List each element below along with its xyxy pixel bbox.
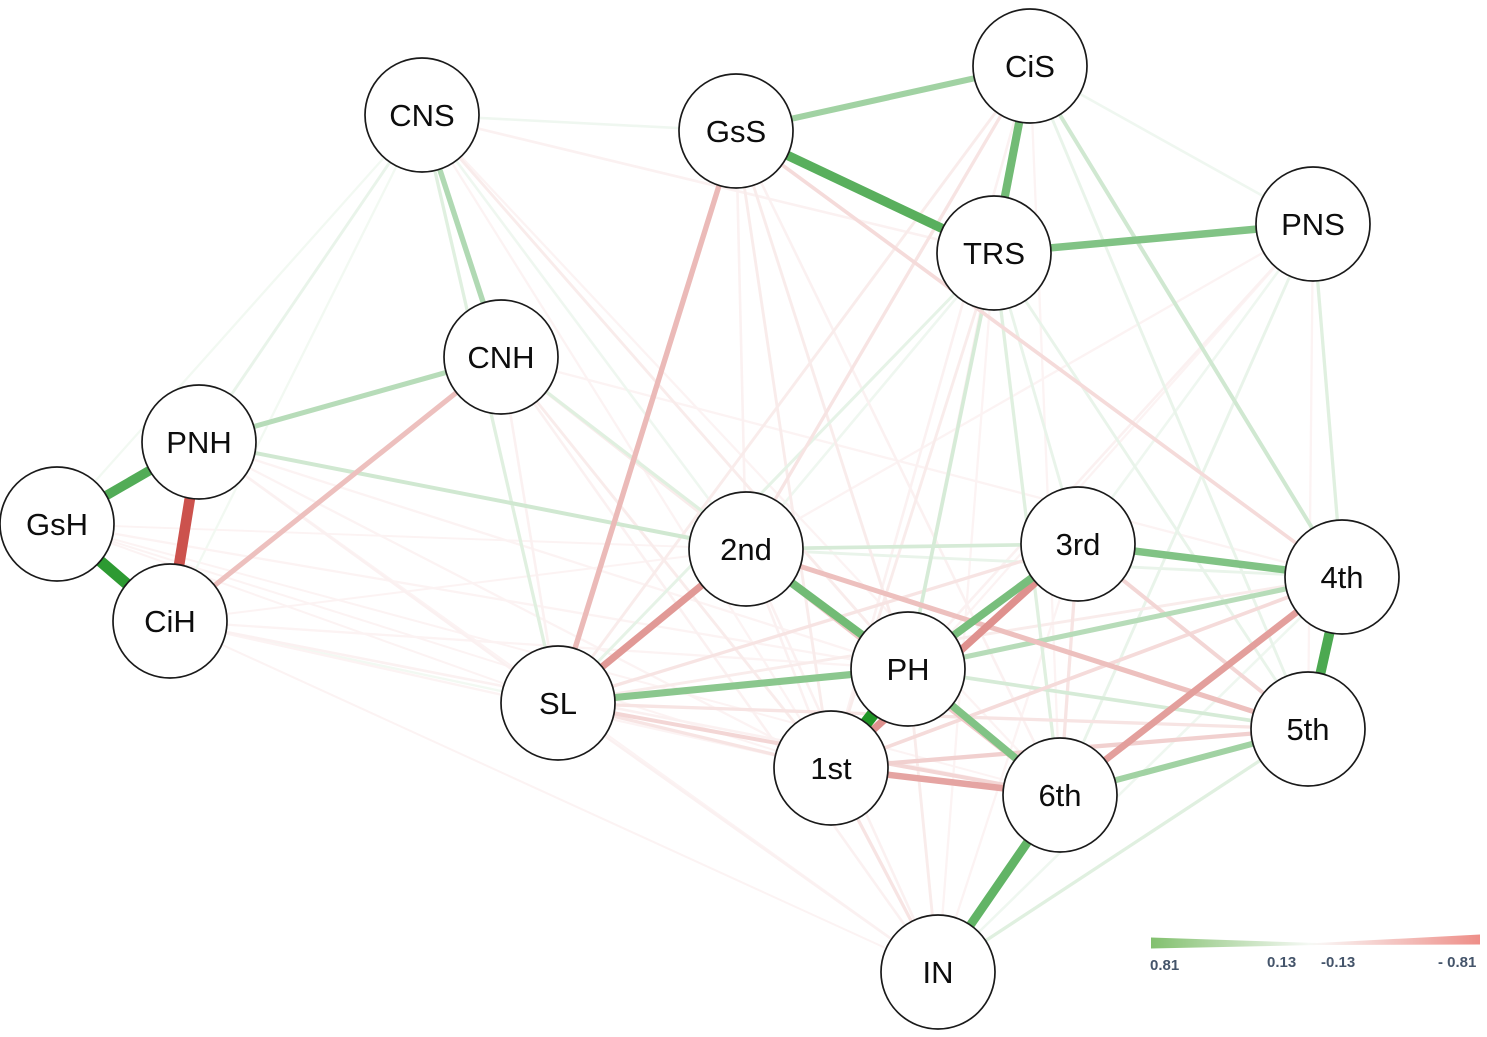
node-4th: 4th bbox=[1284, 519, 1400, 635]
node-PNS: PNS bbox=[1255, 166, 1371, 282]
node-GsH: GsH bbox=[0, 466, 115, 582]
edge-TRS-IN bbox=[936, 252, 996, 973]
node-circle-CNH bbox=[443, 299, 559, 415]
node-circle-TRS bbox=[936, 195, 1052, 311]
edge-CNS-GsH bbox=[56, 114, 423, 525]
node-circle-CNS bbox=[364, 57, 480, 173]
edge-CNH-4th bbox=[500, 355, 1343, 579]
edge-IN-3rd bbox=[936, 543, 1080, 973]
edge-CiS-4th bbox=[1028, 64, 1344, 579]
edge-PNH-1st bbox=[198, 440, 832, 770]
node-CiH: CiH bbox=[112, 563, 228, 679]
node-circle-CiH bbox=[112, 563, 228, 679]
edge-2nd-5th bbox=[745, 546, 1309, 732]
node-TRS: TRS bbox=[936, 195, 1052, 311]
edge-IN-SL bbox=[557, 701, 939, 974]
legend-label-max-negative: - 0.81 bbox=[1438, 954, 1477, 971]
edge-CiS-2nd bbox=[744, 65, 1032, 550]
node-circle-SL bbox=[500, 645, 616, 761]
node-circle-5th bbox=[1250, 671, 1366, 787]
legend-label-min-positive: 0.13 bbox=[1267, 954, 1297, 971]
node-circle-IN bbox=[880, 914, 996, 1030]
edge-CNH-SL bbox=[499, 356, 560, 704]
node-circle-PNH bbox=[141, 384, 257, 500]
node-1st: 1st bbox=[773, 710, 889, 826]
node-PH: PH bbox=[850, 611, 966, 727]
edge-GsS-PH bbox=[734, 130, 910, 670]
edge-GsH-PH bbox=[56, 522, 909, 671]
edge-PNS-3rd bbox=[1076, 223, 1315, 545]
edge-PNS-PH bbox=[907, 223, 1314, 670]
node-circle-3rd bbox=[1020, 486, 1136, 602]
edge-TRS-SL bbox=[556, 251, 996, 705]
node-circle-PH bbox=[850, 611, 966, 727]
node-circle-GsH bbox=[0, 466, 115, 582]
edge-GsH-SL bbox=[56, 523, 559, 704]
edge-GsH-1st bbox=[56, 523, 832, 769]
node-CNS: CNS bbox=[364, 57, 480, 173]
legend-label-min-negative: -0.13 bbox=[1321, 954, 1356, 971]
edge-CiH-2nd bbox=[169, 548, 747, 622]
node-PNH: PNH bbox=[141, 384, 257, 500]
edge-1st-4th bbox=[830, 575, 1343, 770]
edge-PH-5th bbox=[907, 667, 1309, 731]
edge-CiH-1st bbox=[169, 619, 832, 770]
edge-4th-6th bbox=[1057, 574, 1345, 798]
edge-GsS-2nd bbox=[734, 130, 748, 550]
edge-PNS-4th bbox=[1311, 223, 1344, 578]
edge-CiH-IN bbox=[169, 620, 939, 973]
legend-gradient-bar bbox=[1151, 934, 1480, 949]
edge-CNH-CiH bbox=[168, 355, 503, 623]
edge-TRS-2nd bbox=[745, 252, 995, 550]
node-CiS: CiS bbox=[972, 8, 1088, 124]
edge-CiS-SL bbox=[556, 65, 1032, 704]
edge-IN-5th bbox=[937, 727, 1309, 974]
node-GsS: GsS bbox=[678, 73, 794, 189]
edge-PNS-5th bbox=[1306, 223, 1315, 730]
node-circle-GsS bbox=[678, 73, 794, 189]
edge-CNH-1st bbox=[499, 356, 833, 769]
edge-CiH-PH bbox=[169, 619, 909, 671]
node-circle-2nd bbox=[688, 491, 804, 607]
node-circle-1st bbox=[773, 710, 889, 826]
edge-CNS-TRS bbox=[421, 113, 995, 255]
edge-CiS-5th bbox=[1028, 65, 1310, 730]
node-circle-PNS bbox=[1255, 166, 1371, 282]
edge-CNS-PNH bbox=[197, 114, 424, 443]
edge-3rd-SL bbox=[557, 542, 1079, 705]
node-5th: 5th bbox=[1250, 671, 1366, 787]
node-CNH: CNH bbox=[443, 299, 559, 415]
node-SL: SL bbox=[500, 645, 616, 761]
edge-GsS-1st bbox=[734, 130, 833, 769]
edge-GsH-2nd bbox=[56, 523, 747, 550]
node-circle-4th bbox=[1284, 519, 1400, 635]
legend-label-max-positive: 0.81 bbox=[1150, 957, 1180, 974]
edge-PH-4th bbox=[907, 574, 1343, 672]
edge-CNS-2nd bbox=[420, 114, 748, 550]
node-circle-6th bbox=[1002, 737, 1118, 853]
node-IN: IN bbox=[880, 914, 996, 1030]
edge-CNS-CiH bbox=[168, 114, 424, 622]
edge-PNH-SL bbox=[198, 440, 559, 705]
edge-GsS-4th bbox=[734, 129, 1344, 579]
edge-SL-PH bbox=[557, 665, 909, 707]
node-2nd: 2nd bbox=[688, 491, 804, 607]
edge-TRS-PH bbox=[906, 252, 996, 670]
edge-CNH-IN bbox=[499, 356, 940, 973]
edge-GsS-SL bbox=[555, 130, 739, 704]
edge-TRS-5th bbox=[992, 252, 1310, 730]
edge-PNS-2nd bbox=[745, 223, 1314, 550]
node-3rd: 3rd bbox=[1020, 486, 1136, 602]
edge-PNH-2nd bbox=[198, 440, 747, 551]
node-6th: 6th bbox=[1002, 737, 1118, 853]
node-circle-CiS bbox=[972, 8, 1088, 124]
